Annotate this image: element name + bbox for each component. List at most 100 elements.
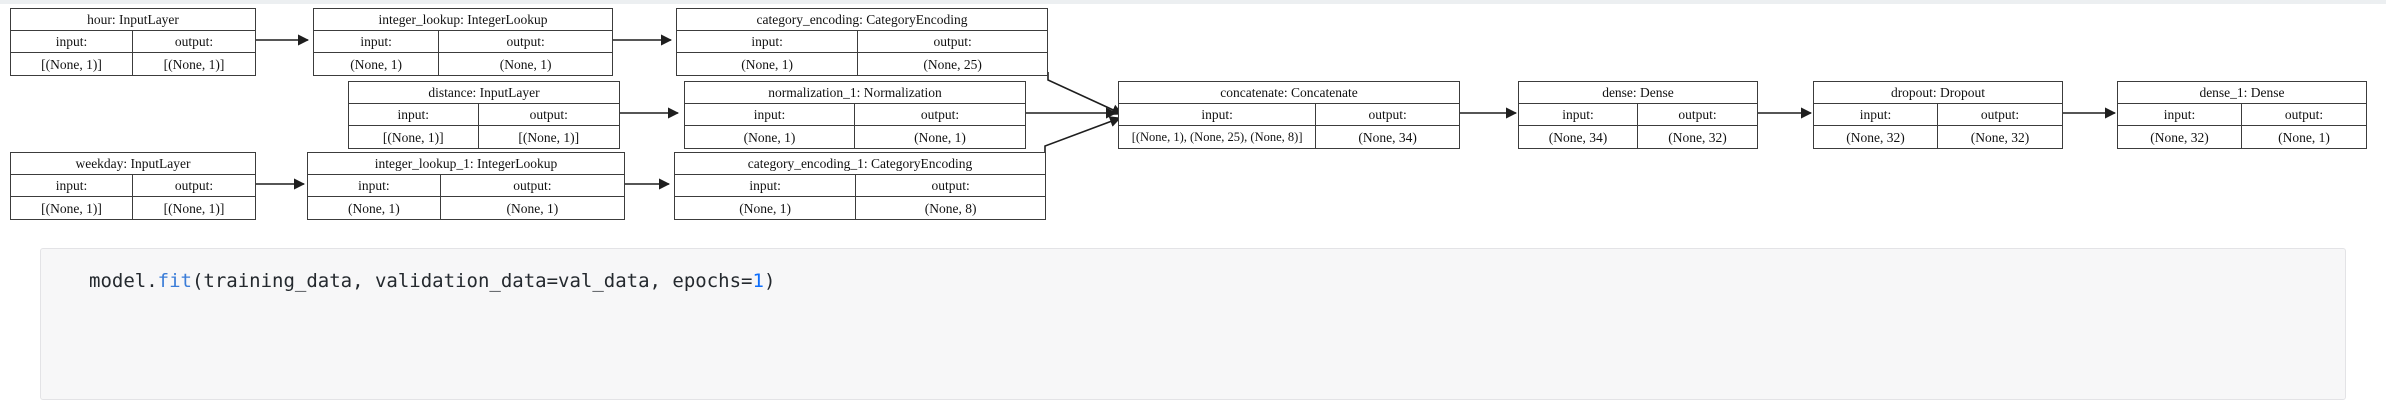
node-output-shape: [(None, 1)] [518,129,580,145]
node-title: integer_lookup_1: IntegerLookup [308,153,624,175]
node-input-shape: (None, 1) [314,53,440,75]
node-title: dropout: Dropout [1814,82,2062,104]
model-graph: hour: InputLayer input: output: [(None, … [10,8,2367,220]
node-io-shapes: (None, 1) (None, 25) [677,53,1047,75]
node-title: category_encoding: CategoryEncoding [677,9,1047,31]
node-title: distance: InputLayer [349,82,619,104]
edge-category-encoding-to-concatenate [1047,72,1124,115]
node-distance[interactable]: distance: InputLayer input: output: [(No… [348,81,620,149]
node-title: hour: InputLayer [11,9,255,31]
node-io-shapes: (None, 32) (None, 32) [1814,126,2062,148]
node-io-shapes: [(None, 1)] [(None, 1)] [11,197,255,219]
node-concatenate[interactable]: concatenate: Concatenate input: output: … [1118,81,1460,149]
node-io-labels: input: output: [1119,104,1459,126]
node-input-shape: (None, 1) [308,197,441,219]
node-output-label: output: [529,107,568,122]
node-io-labels: input: output: [1519,104,1757,126]
node-dropout[interactable]: dropout: Dropout input: output: (None, 3… [1813,81,2063,149]
node-output-shape: (None, 32) [1970,129,2030,145]
node-input-shape: (None, 34) [1519,126,1638,148]
node-dense-1[interactable]: dense_1: Dense input: output: (None, 32)… [2117,81,2367,149]
node-hour[interactable]: hour: InputLayer input: output: [(None, … [10,8,256,76]
node-output-label: output: [931,178,970,193]
node-output-shape: (None, 1) [506,200,559,216]
edge-category-encoding-1-to-concatenate [1044,116,1122,152]
node-io-shapes: [(None, 1)] [(None, 1)] [11,53,255,75]
node-input-label: input: [2118,104,2242,125]
code-line[interactable]: model.fit(training_data, validation_data… [41,267,2345,295]
node-io-labels: input: output: [349,104,619,126]
node-category-encoding[interactable]: category_encoding: CategoryEncoding inpu… [676,8,1048,76]
code-cell[interactable]: model.fit(training_data, validation_data… [40,248,2346,400]
node-title: concatenate: Concatenate [1119,82,1459,104]
node-input-label: input: [308,175,441,196]
node-io-shapes: [(None, 1)] [(None, 1)] [349,126,619,148]
node-output-shape: (None, 8) [924,200,977,216]
node-input-label: input: [1119,104,1317,125]
node-output-label: output: [2284,107,2324,122]
node-io-shapes: (None, 32) (None, 1) [2118,126,2366,148]
code-token-fn: fit [157,270,192,292]
node-output-label: output: [920,107,960,122]
node-output-label: output: [513,178,552,193]
node-io-labels: input: output: [308,175,624,197]
node-output-label: output: [174,178,214,193]
node-io-labels: input: output: [677,31,1047,53]
node-io-shapes: (None, 34) (None, 32) [1519,126,1757,148]
node-io-labels: input: output: [314,31,612,53]
node-io-labels: input: output: [685,104,1025,126]
node-output-shape: (None, 32) [1668,129,1727,145]
node-input-label: input: [1519,104,1638,125]
node-input-shape: (None, 1) [677,53,859,75]
node-io-shapes: [(None, 1), (None, 25), (None, 8)] (None… [1119,126,1459,148]
node-input-label: input: [314,31,440,52]
node-title: weekday: InputLayer [11,153,255,175]
node-input-label: input: [11,175,133,196]
node-output-shape: (None, 1) [914,129,966,145]
code-token-plain: (training_data, validation_data=val_data… [191,270,753,292]
node-input-shape: (None, 32) [1814,126,1938,148]
node-input-shape: [(None, 1)] [349,126,479,148]
node-io-shapes: (None, 1) (None, 1) [685,126,1025,148]
node-input-shape: [(None, 1)] [11,197,133,219]
node-output-shape: (None, 34) [1358,129,1417,145]
node-io-labels: input: output: [1814,104,2062,126]
node-weekday[interactable]: weekday: InputLayer input: output: [(Non… [10,152,256,220]
node-title: dense: Dense [1519,82,1757,104]
node-output-label: output: [174,34,214,49]
node-output-shape: (None, 1) [499,56,552,72]
node-input-shape: (None, 32) [2118,126,2242,148]
node-input-shape: [(None, 1)] [11,53,133,75]
node-category-encoding-1[interactable]: category_encoding_1: CategoryEncoding in… [674,152,1046,220]
node-title: category_encoding_1: CategoryEncoding [675,153,1045,175]
node-title: normalization_1: Normalization [685,82,1025,104]
node-output-label: output: [1368,107,1407,122]
node-input-shape: (None, 1) [675,197,857,219]
code-token-plain: ) [763,270,776,292]
node-io-labels: input: output: [11,31,255,53]
node-output-label: output: [506,34,545,49]
node-integer-lookup[interactable]: integer_lookup: IntegerLookup input: out… [313,8,613,76]
node-title: integer_lookup: IntegerLookup [314,9,612,31]
node-io-labels: input: output: [675,175,1045,197]
node-output-shape: [(None, 1)] [163,200,225,216]
node-input-label: input: [349,104,479,125]
node-input-label: input: [11,31,133,52]
node-input-label: input: [1814,104,1938,125]
node-io-shapes: (None, 1) (None, 1) [308,197,624,219]
node-io-shapes: (None, 1) (None, 1) [314,53,612,75]
node-output-label: output: [1980,107,2020,122]
code-token-num: 1 [752,270,764,292]
node-io-shapes: (None, 1) (None, 8) [675,197,1045,219]
node-input-shape: (None, 1) [685,126,855,148]
node-dense[interactable]: dense: Dense input: output: (None, 34) (… [1518,81,1758,149]
node-io-labels: input: output: [2118,104,2366,126]
node-output-shape: (None, 25) [923,56,982,72]
node-normalization-1[interactable]: normalization_1: Normalization input: ou… [684,81,1026,149]
node-input-label: input: [677,31,859,52]
code-token-plain: model. [89,270,158,292]
node-input-label: input: [685,104,855,125]
node-integer-lookup-1[interactable]: integer_lookup_1: IntegerLookup input: o… [307,152,625,220]
node-output-label: output: [1678,107,1717,122]
node-output-label: output: [933,34,972,49]
